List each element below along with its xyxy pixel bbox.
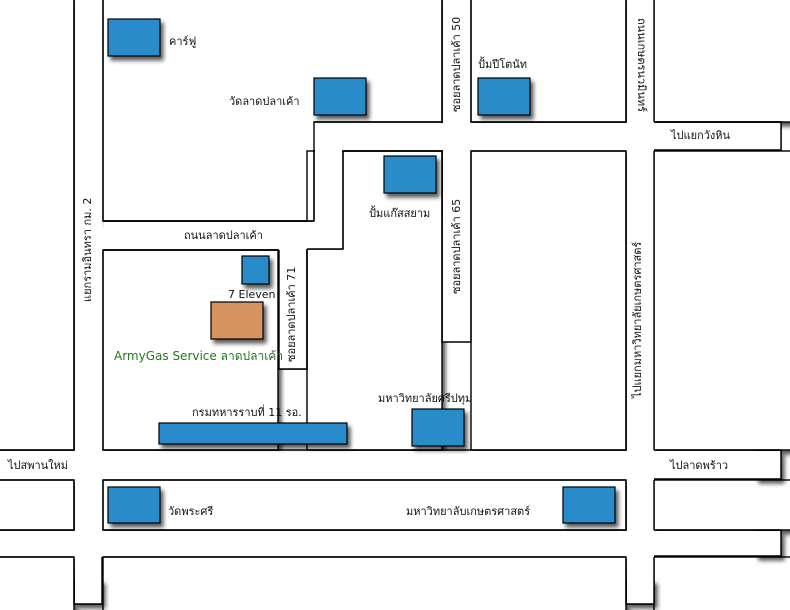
landmarks [107,18,616,524]
road-label-to-lat-phrao: ไปลาดพร้าว [670,459,729,472]
landmark-pt-gas-box[interactable] [477,77,531,116]
landmark-label-infantry: กรมทหารราบที่ 11 รอ. [192,406,302,419]
landmark-infantry-box[interactable] [158,422,348,445]
road-label-lat-pla-khao: ถนนลาดปลาเค้า [184,229,263,242]
block-bottom-left [0,556,75,610]
road-label-soi-50: ซอยลาดปลาเค้า 50 [450,16,463,112]
block-lower-right [653,479,790,531]
landmark-label-wat-lat-pla-khao: วัดลาดปลาเค้า [229,95,300,108]
road-label-to-wang-hin: ไปแยกวังหิน [671,129,731,142]
block-far-right-top [653,0,790,123]
block-far-left-mid [0,479,75,531]
landmark-wat-phra-si-box[interactable] [107,486,161,524]
road-label-soi-65: ซอยลาดปลาเค้า 65 [450,198,463,294]
block-soi65-right [470,150,627,451]
road-cap-fills [0,0,781,604]
landmark-label-armygas: ArmyGas Service ลาดปลาเค้า [114,349,284,363]
landmark-label-7eleven: 7 Eleven [228,288,276,301]
road-label-kaset-nawamin: ถนนเกษตรนวมินทร์ [635,18,648,113]
road-label-to-kasetsart-junction: ไปแยกมหาวิทยาลัยเกษตรศาสตร์ [631,241,644,398]
landmark-7eleven-box[interactable] [241,255,270,285]
landmark-label-sripatum: มหาวิทยาลัยศรีปทุม [378,392,473,405]
landmark-sripatum-box[interactable] [411,408,465,447]
landmark-label-siam-gas: ปั้มแก๊สสยาม [369,207,431,220]
landmark-label-pt-gas: ปั้มปีโตนัท [478,58,528,71]
block-wat-phra-si [102,479,627,531]
landmark-carrefour-box[interactable] [107,18,161,57]
block-bottom-right [653,556,790,610]
block-bottom-mid [102,556,627,610]
block-far-left-top [0,0,75,451]
road-label-to-saphan-mai: ไปสพานใหม่ [8,459,69,472]
landmark-label-kasetsart: มหาวิทยาลับเกษตรศาสตร์ [406,505,531,518]
landmark-armygas-box[interactable] [210,301,264,340]
landmark-label-carrefour: คาร์ฟู [169,35,197,48]
landmark-wat-lat-pla-khao-box[interactable] [313,77,367,116]
road-label-soi-71: ซอยลาดปลาเค้า 71 [285,266,298,362]
landmark-siam-gas-box[interactable] [383,155,437,194]
landmark-label-wat-phra-si: วัดพระศรี [168,505,214,518]
road-label-ram-intra: แยกรามอินทรา กม. 2 [81,197,94,302]
block-far-right-mid [653,150,790,451]
landmark-kasetsart-box[interactable] [562,486,616,524]
